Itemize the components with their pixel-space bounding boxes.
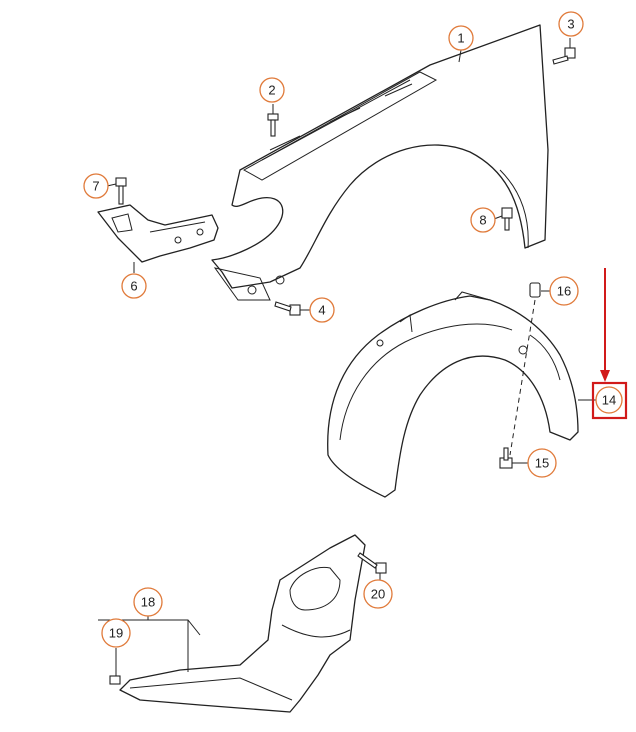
fastener-axis — [509, 299, 536, 456]
svg-text:20: 20 — [371, 587, 385, 602]
front-fender[interactable] — [211, 24, 549, 301]
svg-text:7: 7 — [92, 179, 99, 194]
screw-20[interactable] — [357, 552, 387, 582]
selected-part-highlight — [591, 381, 628, 420]
svg-text:4: 4 — [318, 303, 325, 318]
svg-text:15: 15 — [535, 456, 549, 471]
callout-1[interactable]: 1 — [448, 25, 474, 51]
svg-text:8: 8 — [479, 213, 486, 228]
svg-text:18: 18 — [141, 595, 155, 610]
callout-15[interactable]: 15 — [527, 448, 557, 478]
bolt-8[interactable] — [493, 207, 513, 231]
svg-text:2: 2 — [268, 83, 275, 98]
svg-text:19: 19 — [109, 626, 123, 641]
callout-18[interactable]: 18 — [133, 587, 163, 617]
callout-20[interactable]: 20 — [363, 579, 393, 609]
fender-bracket[interactable] — [97, 204, 219, 273]
callout-8[interactable]: 8 — [470, 207, 496, 233]
callout-2[interactable]: 2 — [259, 77, 285, 103]
callout-6[interactable]: 6 — [121, 273, 147, 299]
bolt-3[interactable] — [552, 38, 576, 65]
svg-text:1: 1 — [457, 31, 464, 46]
svg-text:16: 16 — [557, 284, 571, 299]
bolt-4[interactable] — [274, 301, 310, 316]
pointer-arrow — [600, 268, 610, 382]
clip-19[interactable] — [109, 648, 121, 685]
wheel-housing-liner[interactable] — [327, 291, 596, 498]
callout-4[interactable]: 4 — [309, 297, 335, 323]
callout-16[interactable]: 16 — [549, 276, 579, 306]
lower-cover[interactable] — [98, 534, 366, 713]
bolt-7[interactable] — [106, 177, 127, 205]
callout-7[interactable]: 7 — [83, 173, 109, 199]
clip-16[interactable] — [529, 282, 550, 298]
callout-19[interactable]: 19 — [101, 618, 131, 648]
callout-3[interactable]: 3 — [558, 11, 584, 37]
bolt-2[interactable] — [267, 104, 279, 137]
svg-text:14: 14 — [602, 393, 616, 408]
svg-text:3: 3 — [567, 17, 574, 32]
callout-14[interactable]: 14 — [591, 381, 628, 420]
screw-15[interactable] — [499, 447, 528, 469]
svg-text:6: 6 — [130, 279, 137, 294]
